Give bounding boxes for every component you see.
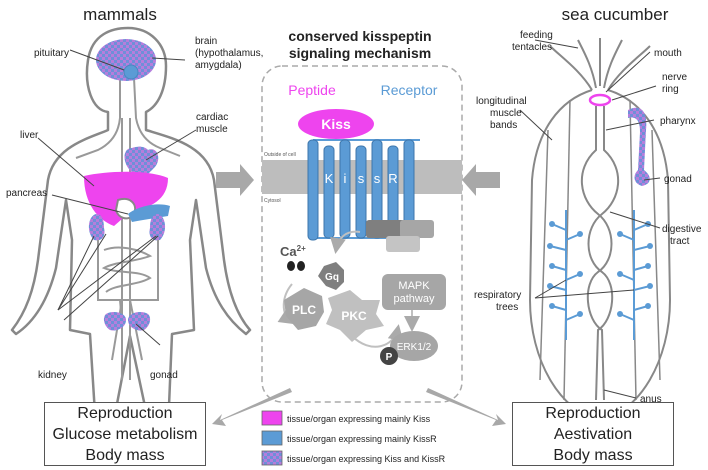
label-outside-cell: Outside of cell bbox=[264, 152, 296, 158]
label-calcium-charge: 2+ bbox=[297, 244, 306, 253]
label-erk: ERK1/2 bbox=[397, 342, 432, 353]
label-longitudinal-3: bands bbox=[490, 120, 517, 131]
brain-organ bbox=[96, 39, 156, 81]
outcome-box-sea-cucumber: Reproduction Aestivation Body mass bbox=[512, 402, 674, 466]
legend-label-both: tissue/organ expressing Kiss and KissR bbox=[287, 454, 446, 464]
human-outline bbox=[10, 26, 252, 432]
receptor-letter-r: R bbox=[388, 171, 397, 186]
phospho-group bbox=[380, 347, 398, 365]
gonad-organ bbox=[103, 312, 126, 331]
outcome-cucumber-3: Body mass bbox=[553, 446, 633, 464]
pituitary-organ bbox=[123, 64, 139, 80]
label-feeding-2: tentacles bbox=[512, 42, 552, 53]
mammal-leaders bbox=[37, 49, 197, 346]
label-receptor: Receptor bbox=[381, 82, 438, 98]
human-body bbox=[10, 26, 252, 432]
label-cardiac-1: cardiac bbox=[196, 112, 228, 123]
legend-swatch-kissr bbox=[261, 430, 283, 446]
label-calcium: Ca2+ bbox=[280, 244, 306, 259]
label-gonad-mammal: gonad bbox=[150, 370, 178, 381]
arrow-left-to-center bbox=[216, 164, 254, 196]
outcome-cucumber-1: Reproduction bbox=[545, 404, 641, 422]
g-protein-block-3 bbox=[386, 236, 420, 252]
gq-protein bbox=[318, 262, 344, 290]
label-pancreas: pancreas bbox=[6, 188, 47, 199]
label-brain-2: (hypothalamus, bbox=[195, 48, 263, 59]
respiratory-trees bbox=[549, 210, 651, 340]
title-center-line1: conserved kisspeptin bbox=[288, 28, 431, 44]
receptor-letter-s2: s bbox=[374, 171, 381, 186]
mapk-pathway bbox=[382, 274, 446, 310]
label-kiss: Kiss bbox=[321, 116, 351, 132]
legend: tissue/organ expressing mainly Kiss tiss… bbox=[261, 410, 446, 466]
feeding-tentacles bbox=[549, 38, 651, 91]
label-kidney: kidney bbox=[38, 370, 67, 381]
legend-swatch-both bbox=[261, 450, 283, 466]
heart-organ bbox=[124, 146, 159, 180]
legend-label-kiss: tissue/organ expressing mainly Kiss bbox=[287, 414, 431, 424]
g-protein-block-2 bbox=[400, 220, 434, 238]
label-brain-3: amygdala) bbox=[195, 60, 242, 71]
calcium-ion-2 bbox=[297, 261, 305, 271]
cucumber-gonad bbox=[628, 107, 650, 186]
outcome-box-mammals: Reproduction Glucose metabolism Body mas… bbox=[44, 402, 206, 466]
label-pkc: PKC bbox=[341, 309, 367, 323]
label-cardiac-2: muscle bbox=[196, 124, 228, 135]
digestive-tract bbox=[581, 106, 619, 401]
label-nerve-2: ring bbox=[662, 84, 679, 95]
label-pharynx: pharynx bbox=[660, 116, 696, 127]
receptor-letter-i: i bbox=[344, 171, 347, 186]
label-mapk-1: MAPK bbox=[398, 280, 430, 292]
kidney-right-organ bbox=[149, 214, 166, 241]
arrow-to-left-box bbox=[212, 388, 292, 426]
label-longitudinal-2: muscle bbox=[490, 108, 522, 119]
label-gonad-cucumber: gonad bbox=[664, 174, 692, 185]
erk-protein bbox=[390, 331, 438, 361]
label-mapk-2: pathway bbox=[394, 293, 435, 305]
label-cytosol: Cytosol bbox=[264, 198, 281, 204]
receptor-letter-k: K bbox=[325, 171, 334, 186]
title-mammals: mammals bbox=[83, 5, 157, 24]
label-peptide: Peptide bbox=[288, 82, 336, 98]
label-anus: anus bbox=[640, 394, 662, 405]
kidney-left-organ bbox=[88, 214, 105, 241]
cucumber-leaders bbox=[519, 39, 661, 399]
label-liver: liver bbox=[20, 130, 39, 141]
outcome-mammals-2: Glucose metabolism bbox=[52, 425, 198, 443]
label-digestive-2: tract bbox=[670, 236, 690, 247]
legend-swatch-kiss bbox=[261, 410, 283, 426]
calcium-ion-1 bbox=[287, 261, 295, 271]
outcome-mammals-3: Body mass bbox=[85, 446, 165, 464]
label-respiratory-1: respiratory bbox=[474, 290, 521, 301]
title-sea-cucumber: sea cucumber bbox=[562, 5, 669, 24]
receptor-letter-s1: s bbox=[358, 171, 365, 186]
title-center-line2: signaling mechanism bbox=[289, 45, 431, 61]
label-phospho: P bbox=[386, 352, 393, 363]
label-gq: Gq bbox=[325, 272, 339, 283]
label-nerve-1: nerve bbox=[662, 72, 687, 83]
nerve-ring bbox=[588, 93, 612, 107]
legend-label-kissr: tissue/organ expressing mainly KissR bbox=[287, 434, 437, 444]
outcome-cucumber-2: Aestivation bbox=[553, 425, 633, 443]
gonad-organ-right bbox=[128, 312, 151, 331]
label-longitudinal-1: longitudinal bbox=[476, 96, 527, 107]
plc-enzyme bbox=[284, 288, 324, 330]
label-pituitary: pituitary bbox=[34, 48, 69, 59]
pancreas-organ bbox=[128, 204, 170, 222]
label-plc: PLC bbox=[292, 303, 316, 317]
label-digestive-1: digestive bbox=[662, 224, 702, 235]
outcome-mammals-1: Reproduction bbox=[77, 404, 173, 422]
kiss-ligand bbox=[298, 109, 374, 139]
arrow-to-right-box bbox=[426, 388, 506, 426]
arrow-right-to-center bbox=[462, 164, 500, 196]
g-protein-block-1 bbox=[366, 220, 406, 238]
pkc-enzyme bbox=[326, 290, 384, 342]
label-mouth: mouth bbox=[654, 48, 682, 59]
label-respiratory-2: trees bbox=[496, 302, 518, 313]
label-feeding-1: feeding bbox=[520, 30, 553, 41]
label-brain-1: brain bbox=[195, 36, 217, 47]
